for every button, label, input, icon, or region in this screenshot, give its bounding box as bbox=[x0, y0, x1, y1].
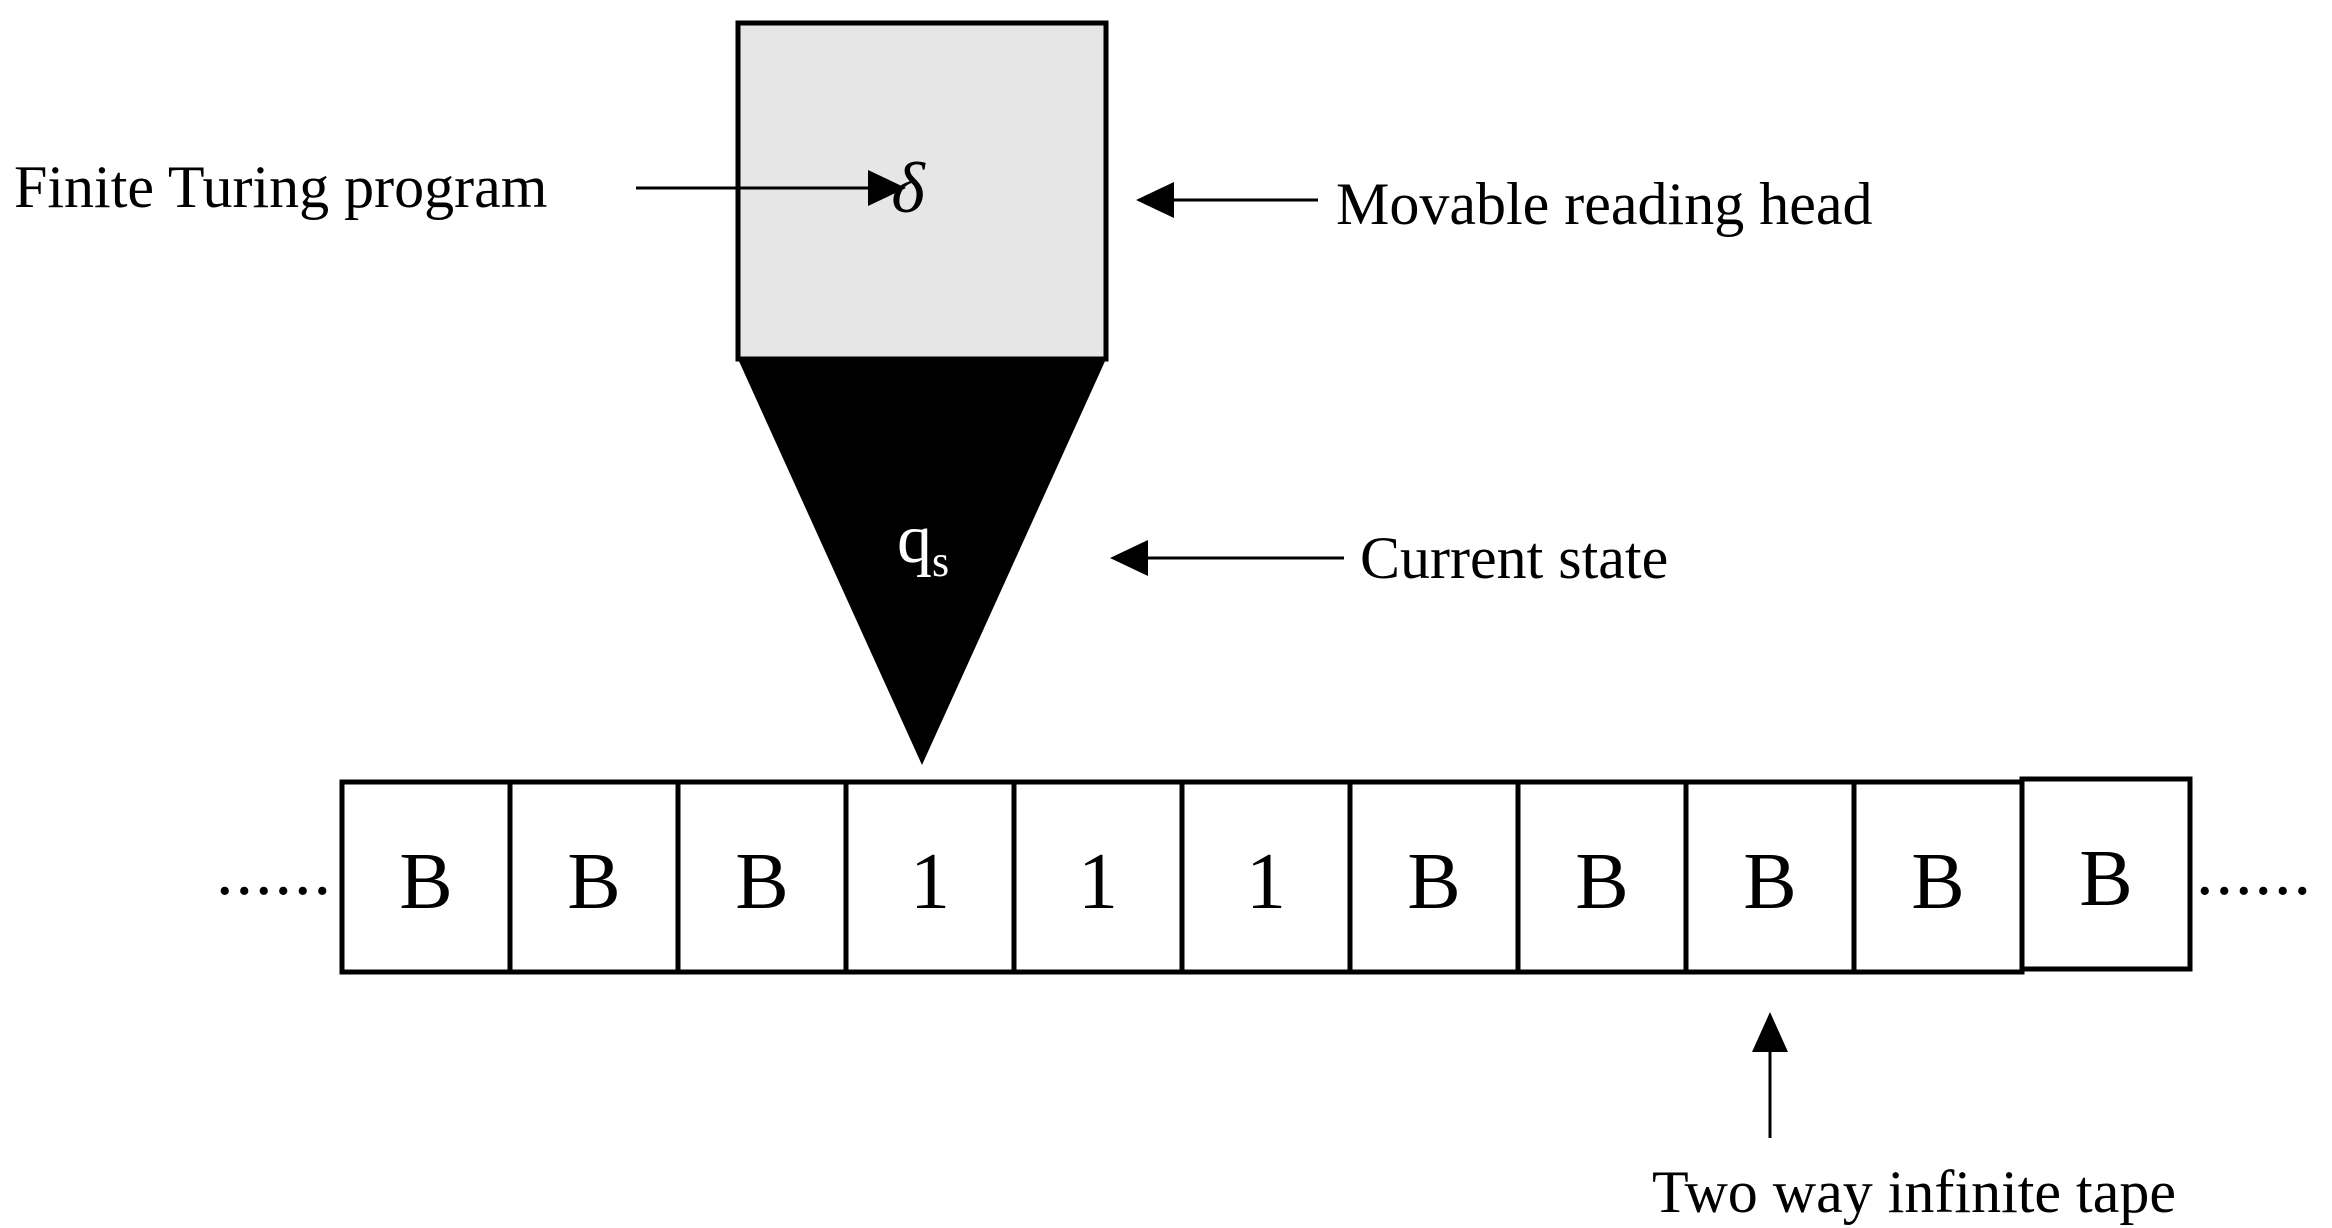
head-label: Movable reading head bbox=[1336, 171, 1872, 237]
tape-cell-symbol: B bbox=[399, 838, 452, 926]
tape-cell-symbol: B bbox=[735, 838, 788, 926]
tape-cell-symbol: B bbox=[1911, 838, 1964, 926]
tape-cell bbox=[1851, 779, 2025, 975]
tape-cell-symbol: B bbox=[2079, 835, 2132, 923]
state-arrowhead bbox=[1110, 540, 1148, 576]
tape-arrowhead bbox=[1752, 1012, 1788, 1052]
program-label: Finite Turing program bbox=[14, 154, 547, 220]
reading-head-triangle bbox=[738, 359, 1106, 765]
head-arrowhead bbox=[1136, 182, 1174, 218]
tape-right-ellipsis: ...... bbox=[2196, 833, 2313, 910]
tape-cell bbox=[1347, 779, 1521, 975]
tape-cell bbox=[2019, 776, 2193, 972]
current-state-symbol: qs bbox=[897, 501, 949, 586]
tape-cell-symbol: B bbox=[1575, 838, 1628, 926]
tape-left-ellipsis: ...... bbox=[216, 833, 333, 910]
state-label: Current state bbox=[1360, 525, 1668, 591]
tape-cell-symbol: B bbox=[1407, 838, 1460, 926]
tape-label: Two way infinite tape bbox=[1652, 1159, 2176, 1225]
tape-cell-symbol: 1 bbox=[1246, 838, 1286, 926]
program-box bbox=[735, 20, 1109, 362]
tape: B B B 1 1 1 B B B B B bbox=[339, 776, 2193, 975]
tape-cell-symbol: B bbox=[1743, 838, 1796, 926]
tape-cell bbox=[1683, 779, 1857, 975]
tape-cell bbox=[1515, 779, 1689, 975]
tape-cell-symbol: 1 bbox=[910, 838, 950, 926]
tape-cell-symbol: 1 bbox=[1078, 838, 1118, 926]
tape-cell-symbol: B bbox=[567, 838, 620, 926]
tape-cell bbox=[675, 779, 849, 975]
tape-cell bbox=[339, 779, 513, 975]
program-arrowhead bbox=[868, 170, 906, 206]
